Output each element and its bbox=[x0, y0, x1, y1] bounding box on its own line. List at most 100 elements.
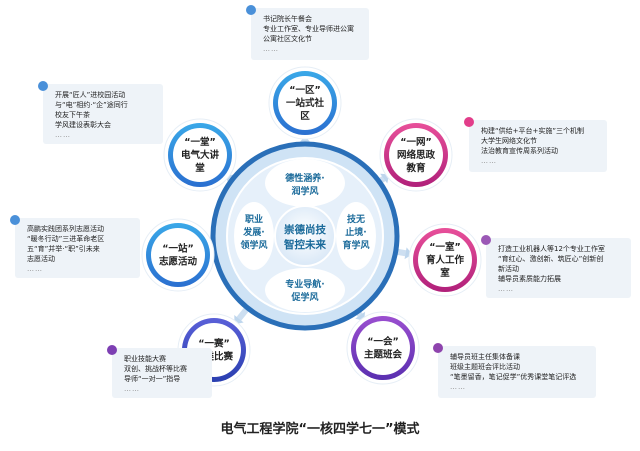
node-face bbox=[278, 76, 332, 130]
note-line: “育红心、激创新、筑匠心”创新创 bbox=[498, 255, 604, 263]
ring-label-bottom-line1: 专业导航· bbox=[285, 278, 324, 290]
node-title-line: “一赛” bbox=[198, 338, 230, 350]
connector-arrow-shaft bbox=[236, 307, 249, 321]
node-title-line: 网络思政 bbox=[397, 149, 436, 161]
note-line: 辅导员班主任集体备课 bbox=[450, 353, 520, 361]
note-line: 专业工作室、专业导师进公寓 bbox=[263, 25, 354, 33]
node-face bbox=[389, 128, 443, 182]
ring-label-right-line1: 技无 bbox=[347, 213, 365, 225]
note-line: 志愿活动 bbox=[27, 255, 55, 263]
note-line: 校友下午茶 bbox=[55, 111, 90, 119]
ring-segment-left: 职业 发展· 领学风 bbox=[234, 202, 274, 270]
note-bullet-dot bbox=[433, 343, 443, 353]
ring-label-top-line1: 德性涵养· bbox=[285, 172, 324, 184]
note-line: 高鹏实践团系列志愿活动 bbox=[27, 225, 104, 233]
ring-label-right-line2: 止境· bbox=[345, 226, 366, 238]
ring-segment-bottom: 专业导航· 促学风 bbox=[265, 268, 345, 312]
node-title-line: 一站式社 bbox=[286, 97, 325, 109]
ring-label-top-line2: 润学风 bbox=[291, 185, 318, 197]
core-circle bbox=[274, 205, 336, 267]
note-line: 法治教育宣传周系列活动 bbox=[481, 147, 558, 155]
node-title-line: “一站” bbox=[162, 243, 194, 255]
note-line: “笔墨留香，笔记促学”优秀课堂笔记评选 bbox=[450, 373, 577, 381]
note-line: 打造工业机器人等12个专业工作室 bbox=[498, 245, 605, 253]
note-class-meeting: 辅导员班主任集体备课 班级主题班会评比活动 “笔墨留香，笔记促学”优秀课堂笔记评… bbox=[433, 343, 596, 398]
note-line: 大学生网络文化节 bbox=[481, 137, 537, 145]
note-line: 书记院长午餐会 bbox=[263, 15, 312, 23]
ring-label-left-line1: 职业 bbox=[245, 213, 263, 225]
node-title-line: 志愿活动 bbox=[159, 256, 198, 268]
node-title-line: 主题班会 bbox=[364, 349, 403, 361]
ring-label-bottom-line2: 促学风 bbox=[290, 291, 318, 303]
note-area-community: 书记院长午餐会 专业工作室、专业导师进公寓 公寓社区文化节 …… bbox=[246, 5, 369, 60]
note-ellipsis: …… bbox=[27, 265, 43, 273]
note-bullet-dot bbox=[246, 5, 256, 15]
node-face bbox=[151, 228, 205, 282]
ring-segment-right: 技无 止境· 育学风 bbox=[336, 202, 376, 270]
core-text-line1: 崇德尚技 bbox=[284, 223, 326, 236]
connector-arrow-head bbox=[404, 247, 413, 260]
note-ellipsis: …… bbox=[450, 383, 466, 391]
note-ellipsis: …… bbox=[481, 157, 497, 165]
node-face bbox=[418, 233, 472, 287]
note-line: 导师“一对一”指导 bbox=[124, 375, 181, 383]
node-title-line: “一区” bbox=[289, 85, 321, 96]
core-text-line2: 智控未来 bbox=[283, 238, 326, 251]
node-title-line: “一室” bbox=[429, 241, 461, 253]
note-bullet-dot bbox=[10, 215, 20, 225]
node-title-line: “一堂” bbox=[184, 136, 216, 148]
node-title-line: “一会” bbox=[367, 336, 399, 348]
ring-label-right-line3: 育学风 bbox=[342, 239, 369, 251]
note-bullet-dot bbox=[464, 117, 474, 127]
note-ellipsis: …… bbox=[55, 131, 71, 139]
note-line: 公寓社区文化节 bbox=[263, 35, 312, 43]
note-bullet-dot bbox=[481, 235, 491, 245]
node-face bbox=[356, 321, 410, 375]
note-line: 开展“匠人”进校园活动 bbox=[55, 91, 126, 99]
central-hub: 德性涵养· 润学风 技无 止境· 育学风 专业导航· 促学风 职业 发展· 领学… bbox=[210, 141, 400, 331]
note-line: 双创、挑战杯等比赛 bbox=[124, 365, 187, 373]
note-ellipsis: …… bbox=[263, 45, 279, 53]
note-line: 构建“供给+平台+实施”三个机制 bbox=[481, 127, 584, 135]
note-competitions: 职业技能大赛 双创、挑战杯等比赛 导师“一对一”指导 …… bbox=[107, 345, 212, 398]
node-title-line: 区 bbox=[300, 111, 310, 122]
note-line: 职业技能大赛 bbox=[124, 355, 166, 363]
diagram-caption: 电气工程学院“一核四学七一”模式 bbox=[220, 422, 420, 437]
note-line: 辅导员素质能力拓展 bbox=[498, 275, 561, 283]
note-bullet-dot bbox=[38, 81, 48, 91]
node-class-meeting: “一会”主题班会 bbox=[346, 311, 420, 385]
node-title-line: 室 bbox=[440, 267, 450, 279]
note-bullet-dot bbox=[107, 345, 117, 355]
note-ellipsis: …… bbox=[498, 285, 514, 293]
ring-segment-top: 德性涵养· 润学风 bbox=[265, 159, 345, 207]
connector-arrow-shaft bbox=[379, 176, 386, 184]
node-face bbox=[173, 128, 227, 182]
note-volunteer: 高鹏实践团系列志愿活动 “暖冬行动”三进革命老区 五“育”并举·“职”引未来 志… bbox=[10, 215, 140, 278]
note-line: 与“电”相约·“企”途同行 bbox=[55, 101, 128, 109]
node-title-line: “一网” bbox=[400, 137, 432, 148]
node-title-line: 育人工作 bbox=[426, 254, 465, 266]
connector-arrow-shaft bbox=[397, 248, 407, 257]
note-line: “暖冬行动”三进革命老区 bbox=[27, 235, 105, 243]
note-ellipsis: …… bbox=[124, 385, 140, 393]
note-lecture-hall: 开展“匠人”进校园活动 与“电”相约·“企”途同行 校友下午茶 学风建设表彰大会… bbox=[38, 81, 163, 144]
note-line: 班级主题班会评比活动 bbox=[450, 363, 520, 371]
note-line: 学风建设表彰大会 bbox=[55, 121, 111, 129]
note-line: 新活动 bbox=[498, 265, 519, 273]
node-volunteer: “一站”志愿活动 bbox=[141, 218, 215, 292]
ring-label-left-line2: 发展· bbox=[242, 226, 264, 238]
node-title-line: 堂 bbox=[195, 162, 205, 174]
note-line: 五“育”并举·“职”引未来 bbox=[27, 245, 100, 253]
note-network-education: 构建“供给+平台+实施”三个机制 大学生网络文化节 法治教育宣传周系列活动 …… bbox=[464, 117, 607, 172]
note-studio: 打造工业机器人等12个专业工作室 “育红心、激创新、筑匠心”创新创 新活动 辅导… bbox=[481, 235, 631, 298]
node-title-line: 电气大讲 bbox=[181, 149, 220, 161]
node-title-line: 教育 bbox=[405, 162, 426, 174]
ring-label-left-line3: 领学风 bbox=[240, 239, 267, 251]
